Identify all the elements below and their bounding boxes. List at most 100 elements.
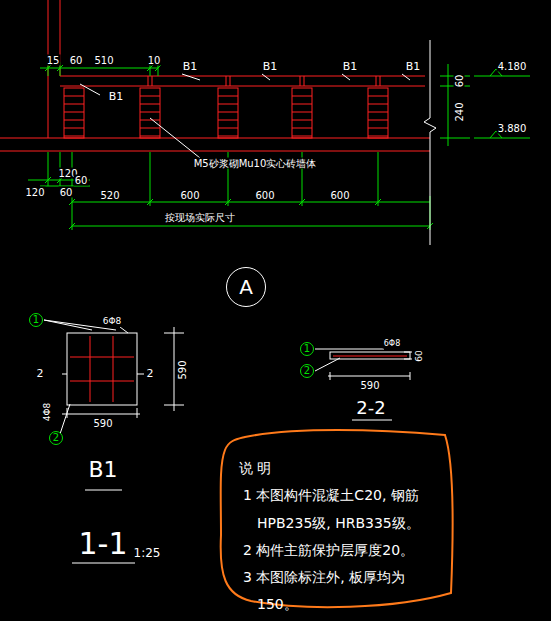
circle-text: 2 xyxy=(304,366,310,376)
brick-course xyxy=(292,136,312,137)
dimension-text: 600 xyxy=(254,190,275,201)
dimension-text: 600 xyxy=(179,190,200,201)
dimension-text: 510 xyxy=(93,55,114,66)
dimension-text: 590 xyxy=(359,380,380,391)
dimension-text: 2 xyxy=(146,368,155,380)
brick-course xyxy=(64,96,84,97)
dimension-text: 3.880 xyxy=(497,123,528,134)
brick-course xyxy=(140,120,160,121)
brick-course xyxy=(368,112,388,113)
brick-course xyxy=(292,128,312,129)
dimension-text: 120 xyxy=(24,187,45,198)
dimension-text: 按现场实际尺寸 xyxy=(164,212,236,223)
elevation-mark xyxy=(474,69,530,138)
dimension-text: 60 xyxy=(69,55,84,66)
note-line: 2 构件主筋保护层厚度20。 xyxy=(243,537,445,564)
callout-number: 1 xyxy=(300,342,314,356)
detail-circle: A xyxy=(226,267,266,307)
brick-course xyxy=(218,96,238,97)
brick-course xyxy=(218,136,238,137)
dimension-line xyxy=(440,64,470,146)
dimension-text: 10 xyxy=(147,55,162,66)
dimension-text: 590 xyxy=(177,359,188,380)
rebar-grid xyxy=(70,336,134,402)
brick-course xyxy=(292,96,312,97)
brick-course xyxy=(64,120,84,121)
dimension-text: B1 xyxy=(182,61,199,73)
dimension-text: 60 xyxy=(415,349,425,362)
rebar xyxy=(333,356,407,357)
dimension-line xyxy=(62,374,144,375)
slab-outline xyxy=(67,333,137,405)
pier-outline xyxy=(368,88,388,138)
leader-line xyxy=(80,74,410,158)
dimension-text: 6Φ8 xyxy=(102,317,123,327)
brick-course xyxy=(140,112,160,113)
brick-course xyxy=(140,128,160,129)
section-title: 1:25 xyxy=(133,547,162,560)
brick-course xyxy=(368,96,388,97)
dimension-text: 240 xyxy=(454,101,465,122)
leader-line xyxy=(44,320,128,434)
dimension-text: M5砂浆砌Mu10实心砖墙体 xyxy=(193,158,318,169)
brick-course xyxy=(368,104,388,105)
dimension-text: 4Φ8 xyxy=(43,402,53,423)
dimension-text: 4.180 xyxy=(497,61,528,72)
brick-course xyxy=(140,104,160,105)
brick-course xyxy=(140,96,160,97)
dimension-text: 590 xyxy=(92,418,113,429)
dimension-text: B1 xyxy=(405,61,422,73)
brick-course xyxy=(218,120,238,121)
section-title: B1 xyxy=(87,458,118,482)
brick-course xyxy=(292,104,312,105)
brick-course xyxy=(64,112,84,113)
brick-course xyxy=(140,136,160,137)
circle-text: 1 xyxy=(33,315,39,325)
tick xyxy=(45,65,161,71)
pier-outline xyxy=(218,88,238,138)
dimension-line xyxy=(28,152,430,230)
brick-course xyxy=(64,136,84,137)
dimension-text: 60 xyxy=(74,175,89,186)
brick-course xyxy=(64,128,84,129)
slab-line xyxy=(60,86,425,87)
brick-course xyxy=(218,128,238,129)
dimension-text: 2 xyxy=(36,368,45,380)
brick-course xyxy=(368,120,388,121)
circle-text: 1 xyxy=(304,344,310,354)
brick-course xyxy=(218,104,238,105)
tick xyxy=(45,177,433,229)
note-line: 1 本图构件混凝土C20, 钢筋HPB235级, HRB335级。 xyxy=(243,482,445,537)
brick-piers xyxy=(64,88,388,138)
brick-course xyxy=(218,112,238,113)
circle-text: A xyxy=(239,277,253,297)
brick-course xyxy=(368,136,388,137)
dimension-text: B1 xyxy=(342,61,359,73)
callout-number: 1 xyxy=(29,313,43,327)
pier-outline xyxy=(140,88,160,138)
dimension-text: 600 xyxy=(329,190,350,201)
notes-box: 说 明1 本图构件混凝土C20, 钢筋HPB235级, HRB335级。2 构件… xyxy=(215,425,455,613)
brick-course xyxy=(292,112,312,113)
slab-joint xyxy=(148,76,380,86)
dimension-text: 60 xyxy=(59,187,74,198)
break-line xyxy=(424,40,436,245)
pier-outline xyxy=(292,88,312,138)
dimension-text: 15 xyxy=(46,55,61,66)
dimension-text: 60 xyxy=(454,74,465,89)
callout-number: 2 xyxy=(49,431,63,445)
brick-course xyxy=(368,128,388,129)
dimension-text: 6Φ8 xyxy=(383,340,401,349)
dimension-text: B1 xyxy=(262,61,279,73)
circle-text: 2 xyxy=(53,433,59,443)
slab-section xyxy=(330,352,410,359)
pier-outline xyxy=(64,88,84,138)
brick-course xyxy=(292,120,312,121)
note-line: 3 本图除标注外, 板厚均为150。 xyxy=(243,564,445,619)
brick-course xyxy=(64,104,84,105)
band-line xyxy=(0,151,430,152)
section-title: 2-2 xyxy=(355,398,386,418)
section-title: 1-1 xyxy=(78,527,129,560)
dimension-text: 520 xyxy=(99,190,120,201)
callout-number: 2 xyxy=(300,364,314,378)
